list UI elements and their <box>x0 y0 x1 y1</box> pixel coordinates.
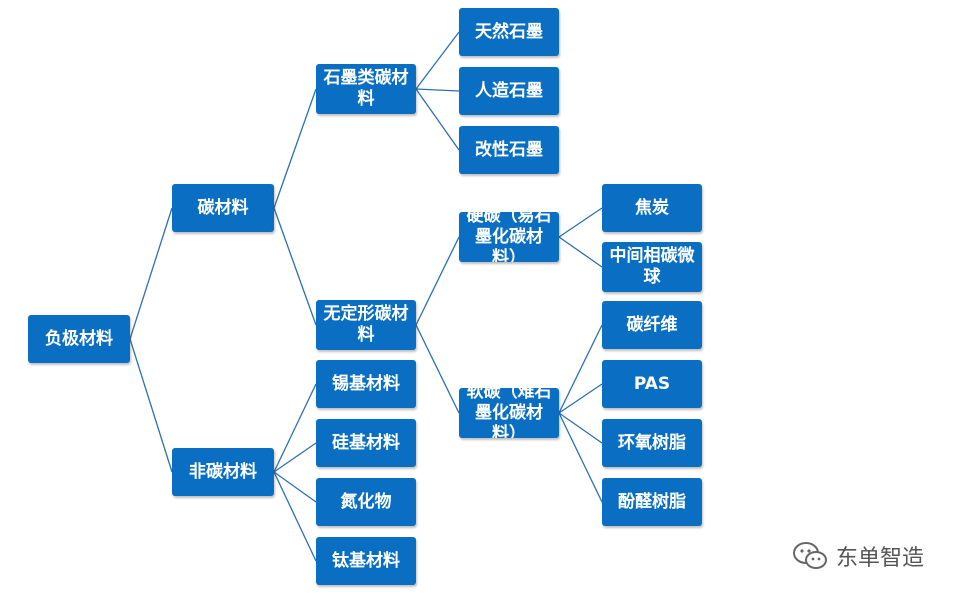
node-label: 碳材料 <box>197 197 249 218</box>
node-label: 硅基材料 <box>332 432 400 453</box>
node-artificial-graphite: 人造石墨 <box>459 67 559 115</box>
node-label: 环氧树脂 <box>618 432 686 453</box>
node-carbon-fiber: 碳纤维 <box>602 301 702 349</box>
connector-amorphous-hard_carbon <box>415 324 460 414</box>
node-label: 碳纤维 <box>626 314 678 335</box>
node-mcmb: 中间相碳微球 <box>602 242 702 292</box>
node-epoxy-resin: 环氧树脂 <box>602 419 702 467</box>
node-label: 人造石墨 <box>475 80 543 101</box>
node-coke: 焦炭 <box>602 184 702 232</box>
connector-soft_carbon-coke <box>558 207 603 238</box>
node-label: 非碳材料 <box>189 461 257 482</box>
connector-hard_carbon-carbon_fiber <box>558 324 603 414</box>
node-label: 锡基材料 <box>332 373 400 394</box>
connector-graphite_class-natural_graphite <box>415 31 460 90</box>
node-label: 天然石墨 <box>475 21 543 42</box>
node-label: 酚醛树脂 <box>618 491 686 512</box>
node-nitride: 氮化物 <box>316 478 416 526</box>
connector-noncarbon-silicon_based <box>273 442 317 473</box>
node-soft-carbon-hard: 软碳（难石墨化碳材料） <box>459 388 559 438</box>
connector-noncarbon-titanium_based <box>273 471 317 562</box>
node-label: 硬碳（易石墨化碳材料） <box>466 212 552 262</box>
node-hard-carbon-easy: 硬碳（易石墨化碳材料） <box>459 212 559 262</box>
node-label: 改性石墨 <box>475 139 543 160</box>
node-pas: PAS <box>602 360 702 408</box>
connector-root-carbon <box>129 207 173 340</box>
node-titanium-based: 钛基材料 <box>316 537 416 585</box>
connector-hard_carbon-pas <box>558 383 603 414</box>
node-label: 钛基材料 <box>332 550 400 571</box>
node-label: PAS <box>633 373 671 394</box>
node-root: 负极材料 <box>28 315 130 363</box>
connector-noncarbon-tin_based <box>273 383 317 473</box>
node-label: 负极材料 <box>45 328 113 349</box>
connector-hard_carbon-phenolic_resin <box>558 412 603 503</box>
connector-amorphous-soft_carbon <box>415 236 460 326</box>
connector-soft_carbon-mcmb <box>558 236 603 268</box>
node-natural-graphite: 天然石墨 <box>459 8 559 56</box>
node-phenolic-resin: 酚醛树脂 <box>602 478 702 526</box>
watermark: 东单智造 <box>792 540 924 572</box>
node-tin-based: 锡基材料 <box>316 360 416 408</box>
node-noncarbon: 非碳材料 <box>172 448 274 496</box>
connector-carbon-amorphous <box>273 207 317 326</box>
node-label: 氮化物 <box>340 491 392 512</box>
connector-graphite_class-modified_graphite <box>415 88 460 151</box>
connector-noncarbon-nitride <box>273 471 317 503</box>
node-modified-graphite: 改性石墨 <box>459 126 559 174</box>
connector-graphite_class-artificial_graphite <box>415 88 460 92</box>
node-carbon: 碳材料 <box>172 184 274 232</box>
node-label: 石墨类碳材料 <box>323 68 409 109</box>
node-label: 无定形碳材料 <box>323 304 409 345</box>
node-amorphous-carbon: 无定形碳材料 <box>316 300 416 350</box>
wechat-icon <box>793 542 827 569</box>
connector-carbon-graphite_class <box>273 88 317 209</box>
node-silicon-based: 硅基材料 <box>316 419 416 467</box>
node-graphite-class: 石墨类碳材料 <box>316 64 416 114</box>
connector-root-noncarbon <box>129 338 173 473</box>
node-label: 软碳（难石墨化碳材料） <box>466 388 552 438</box>
connector-hard_carbon-epoxy_resin <box>558 412 603 444</box>
node-label: 焦炭 <box>635 197 669 218</box>
node-label: 中间相碳微球 <box>609 246 695 287</box>
watermark-text: 东单智造 <box>836 546 925 571</box>
